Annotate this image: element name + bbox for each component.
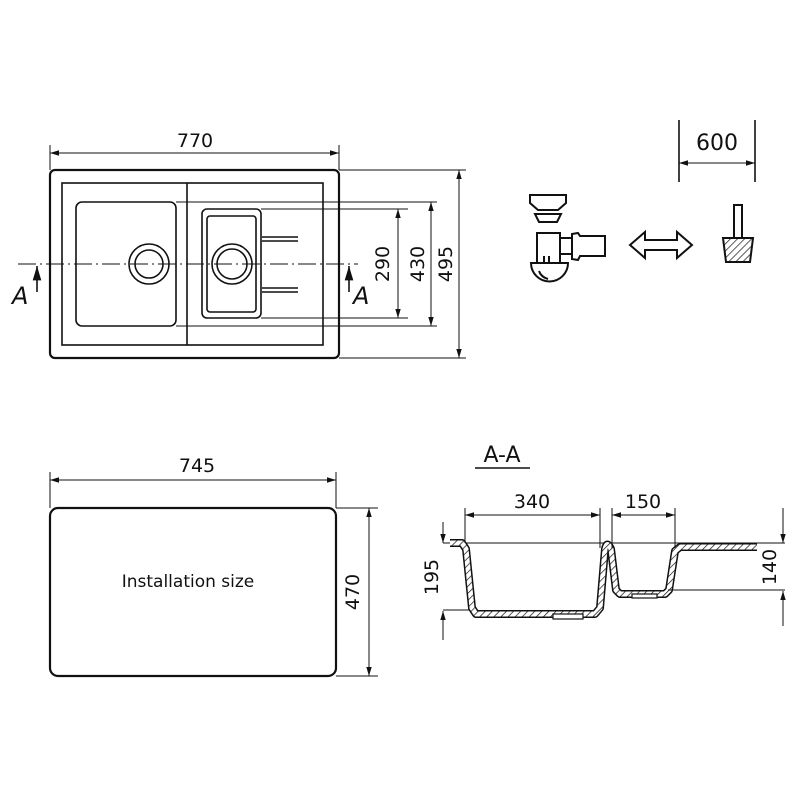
bowl-label-340: 340 (514, 491, 550, 513)
depth-label-290: 290 (372, 246, 394, 282)
depth-label-495: 495 (435, 246, 457, 282)
siphon-icon (529, 194, 606, 283)
cutout-depth-label: 470 (342, 574, 364, 610)
top-view: A A 770 290 430 495 (10, 130, 466, 360)
double-arrow-icon (628, 229, 694, 261)
faucet-icon (721, 204, 755, 263)
depth-label-430: 430 (407, 246, 429, 282)
section-view: A-A 340 150 195 140 (421, 443, 786, 640)
faucet-dim-label: 600 (696, 131, 738, 156)
section-hatch (450, 540, 757, 617)
depth-label-195: 195 (421, 559, 443, 595)
section-title: A-A (483, 443, 520, 468)
section-mark-left: A (10, 282, 28, 310)
bowl-label-150: 150 (625, 491, 661, 513)
depth-label-140: 140 (759, 549, 781, 585)
installation-size-label: Installation size (122, 572, 255, 592)
cutout-width-label: 745 (179, 455, 215, 477)
section-mark-right: A (351, 282, 369, 310)
drainboard-grooves (262, 236, 298, 293)
installation-cutout: 745 470 Installation size (48, 455, 378, 678)
width-dim-label: 770 (177, 130, 213, 152)
